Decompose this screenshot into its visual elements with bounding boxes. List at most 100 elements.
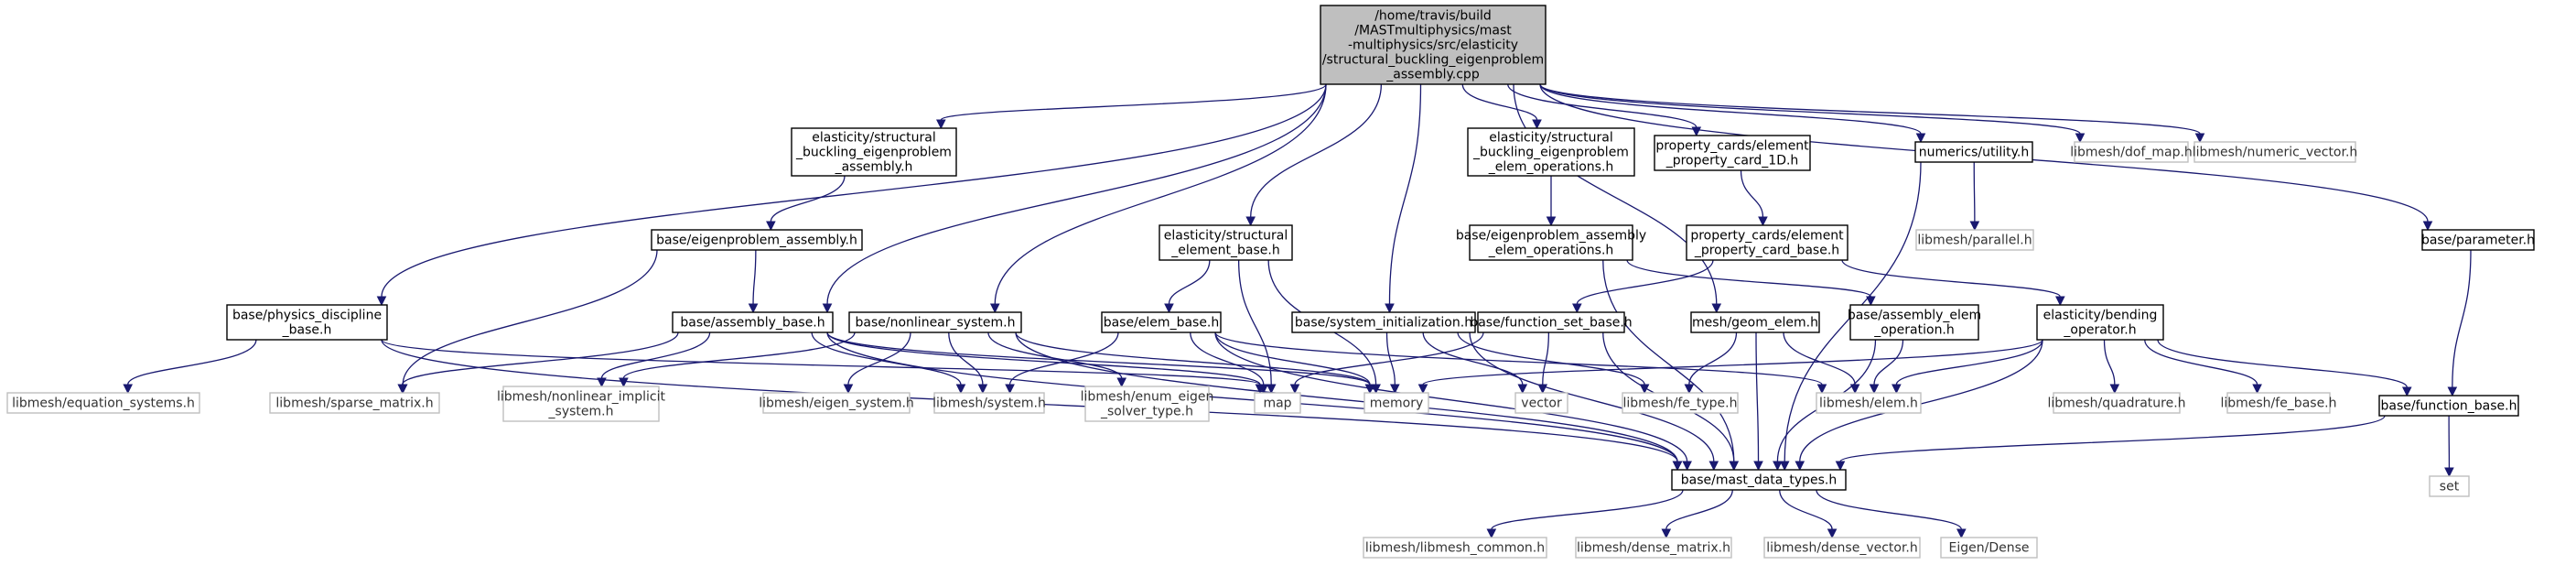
edge-asm_base-to-memory: [826, 331, 1375, 395]
node-lelem: libmesh/elem.h: [1816, 392, 1922, 414]
node-asm_base[interactable]: base/assembly_base.h: [672, 311, 834, 333]
node-label-line: _operation.h: [1873, 323, 1955, 338]
edge-arrowhead: [1684, 384, 1695, 395]
edge-line: [1385, 331, 1396, 386]
node-eigsys: libmesh/eigen_system.h: [759, 392, 914, 414]
edge-line: [1539, 83, 1922, 135]
edge-arrowhead: [1390, 384, 1400, 395]
node-nonlin[interactable]: base/nonlinear_system.h: [848, 311, 1022, 333]
edge-arrowhead: [1266, 384, 1277, 395]
node-box: [502, 386, 660, 422]
node-box: [2421, 229, 2535, 251]
edge-line: [1507, 83, 1698, 128]
node-elem_base[interactable]: base/elem_base.h: [1101, 311, 1222, 333]
node-label-line: _property_card_base.h: [1694, 244, 1839, 258]
edge-numutil-to-parallel: [1969, 161, 1980, 232]
node-label-line: libmesh/libmesh_common.h: [1365, 541, 1545, 556]
edge-arrowhead: [977, 384, 988, 395]
node-box: [1816, 392, 1922, 414]
node-label-line: _elem_operations.h: [1488, 160, 1614, 175]
edge-sbe_ops-to-eig_ops: [1546, 175, 1557, 227]
edge-root-to-geom: [1513, 83, 1722, 314]
edge-arrowhead: [1682, 461, 1692, 472]
node-enumeig: libmesh/enum_eigen_solver_type.h: [1081, 386, 1213, 422]
node-label-line: base/elem_base.h: [1104, 316, 1220, 331]
node-sys_init[interactable]: base/system_initialization.h: [1291, 311, 1476, 333]
edge-root-to-sbe_ops: [1461, 83, 1542, 130]
edge-arrowhead: [1915, 133, 1926, 144]
node-label-line: base/assembly_base.h: [680, 316, 825, 331]
edge-arrowhead: [2075, 133, 2086, 144]
node-eig_ops[interactable]: base/eigenproblem_assembly_elem_operatio…: [1456, 224, 1646, 261]
edge-param-to-fb: [2447, 249, 2472, 397]
node-label-line: elasticity/structural: [1164, 229, 1288, 244]
edge-line: [2103, 339, 2116, 386]
edge-arrowhead: [2055, 296, 2065, 307]
edge-arrowhead: [1691, 126, 1702, 137]
node-fb[interactable]: base/function_base.h: [2378, 395, 2519, 417]
node-label-line: elasticity/bending: [2043, 309, 2158, 323]
edge-arrowhead: [1866, 296, 1876, 307]
node-label-line: memory: [1370, 397, 1424, 411]
node-aeo[interactable]: base/assembly_elem_operation.h: [1848, 304, 1981, 341]
edge-arrowhead: [1385, 303, 1395, 314]
node-fetype: libmesh/fe_type.h: [1622, 392, 1739, 414]
edge-phys-to-eqsys: [123, 339, 257, 395]
edge-arrowhead: [1517, 384, 1528, 395]
edge-line: [1688, 331, 1738, 386]
node-root[interactable]: /home/travis/build/MASTmultiphysics/mast…: [1320, 5, 1547, 85]
node-box: [1915, 229, 2034, 251]
edge-line: [1214, 331, 1823, 386]
node-label-line: base/eigenproblem_assembly: [1456, 229, 1646, 244]
edge-arrowhead: [1364, 384, 1375, 395]
node-eigen: Eigen/Dense: [1940, 537, 2038, 559]
node-label-line: -multiphysics/src/elasticity: [1348, 38, 1518, 53]
node-sbea_h[interactable]: elasticity/structural_buckling_eigenprob…: [791, 127, 957, 177]
node-nlimpl: libmesh/nonlinear_implicit_system.h: [497, 386, 666, 422]
node-eig_asm[interactable]: base/eigenproblem_assembly.h: [651, 229, 863, 251]
node-label-line: _element_base.h: [1170, 244, 1279, 258]
node-struct_el[interactable]: elasticity/structural_element_base.h: [1159, 224, 1293, 261]
edge-root-to-dofmap: [1539, 83, 2086, 144]
node-label-line: base/nonlinear_system.h: [856, 316, 1016, 331]
node-label-line: _assembly.h: [835, 160, 913, 175]
edge-line: [1214, 331, 1371, 386]
node-geom[interactable]: mesh/geom_elem.h: [1690, 311, 1820, 333]
edge-arrowhead: [1827, 528, 1838, 539]
edge-mdt-to-eigen: [1816, 489, 1967, 539]
edge-arrowhead: [2444, 467, 2454, 478]
edge-line: [1539, 83, 2201, 135]
node-febase: libmesh/fe_base.h: [2220, 392, 2337, 414]
edge-root-to-numvec: [1539, 83, 2205, 144]
edge-line: [1576, 259, 1714, 305]
edge-line: [994, 83, 1327, 305]
edge-arrowhead: [1969, 221, 1980, 232]
edge-arrowhead: [766, 221, 776, 232]
node-bend[interactable]: elasticity/bending_operator.h: [2036, 304, 2164, 341]
edge-arrowhead: [955, 384, 966, 395]
edge-root-to-nonlin: [989, 83, 1327, 314]
node-fsb[interactable]: base/function_set_base.h: [1470, 311, 1633, 333]
edge-root-to-sys_init: [1385, 83, 1422, 314]
node-box: [1363, 392, 1429, 414]
edge-pc1d-to-pcb: [1740, 169, 1768, 227]
edge-line: [1602, 259, 1735, 462]
node-phys[interactable]: base/physics_discipline_base.h: [226, 304, 388, 341]
edge-arrowhead: [1816, 384, 1827, 395]
node-pc1d[interactable]: property_cards/element_property_card_1D.…: [1654, 135, 1811, 171]
edge-mdt-to-common: [1486, 489, 1684, 539]
node-pcb[interactable]: property_cards/element_property_card_bas…: [1686, 224, 1848, 261]
edge-arrowhead: [123, 384, 134, 395]
nodes-layer: /home/travis/build/MASTmultiphysics/mast…: [6, 5, 2535, 559]
edge-arrowhead: [843, 384, 854, 395]
node-sbe_ops[interactable]: elasticity/structural_buckling_eigenprob…: [1467, 127, 1635, 177]
edge-elem_base-to-memory: [1214, 331, 1375, 395]
edge-root-to-numutil: [1539, 83, 1926, 144]
node-label-line: libmesh/quadrature.h: [2047, 397, 2185, 411]
edge-line: [1237, 259, 1272, 386]
node-label-line: map: [1263, 397, 1291, 411]
node-mdt[interactable]: base/mast_data_types.h: [1671, 469, 1847, 491]
edge-arrowhead: [989, 303, 1000, 314]
node-numutil[interactable]: numerics/utility.h: [1914, 141, 2033, 163]
node-param[interactable]: base/parameter.h: [2421, 229, 2535, 251]
